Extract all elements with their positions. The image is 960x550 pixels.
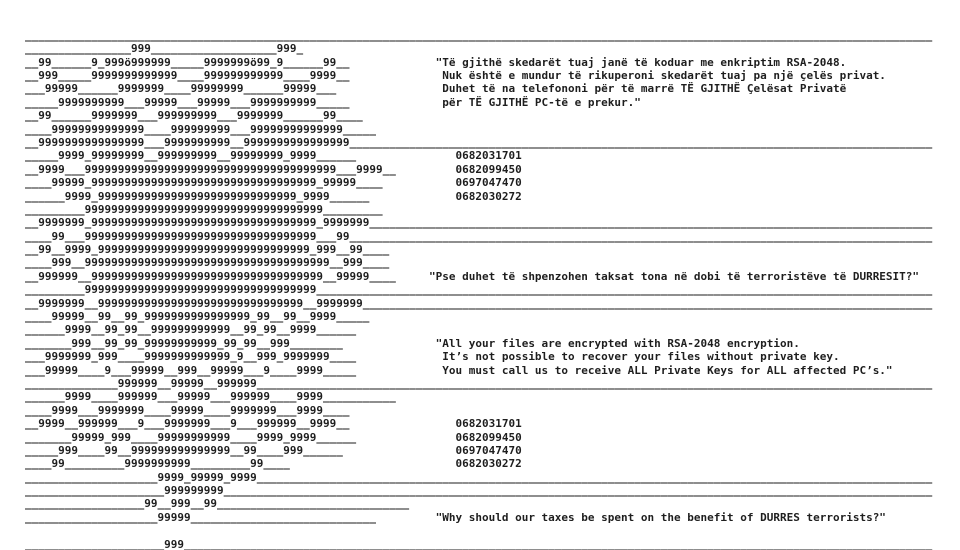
art-row: __99______9_999ö999999_____9999999ö99_9_…	[25, 55, 847, 69]
ascii-art: ________________________________________…	[25, 29, 960, 550]
art-row: ____99999999999999____999999999___999999…	[25, 122, 376, 136]
art-row: ________________999___________________99…	[25, 42, 304, 56]
art-row: __9999___9999999999999999999999999999999…	[25, 162, 522, 176]
art-row: ____9999___9999999____99999____9999999__…	[25, 403, 350, 417]
art-row: ___99999____9___99999__999__99999___9___…	[25, 363, 893, 377]
art-row: _______999__99_99_99999999999_99_99__999…	[25, 336, 800, 350]
art-row: _________9999999999999999999999999999999…	[25, 283, 933, 297]
art-row: ____99999_999999999999999999999999999999…	[25, 176, 522, 190]
art-row: __999_____9999999999999____999999999999_…	[25, 68, 886, 82]
art-row: ___99999______9999999____99999999______9…	[25, 82, 847, 96]
art-row: _____________________999________________…	[25, 537, 933, 550]
art-row	[25, 524, 960, 537]
art-row: ______9999_99999999999999999999999999999…	[25, 189, 522, 203]
art-row: ______9999____999999___99999___999999___…	[25, 390, 396, 404]
art-row: ____________________99999_______________…	[25, 510, 886, 524]
art-row: ____________________9999_99999_9999_____…	[25, 470, 933, 484]
art-row: ________________________________________…	[25, 28, 933, 42]
art-row: __9999__999999___9___9999999___9___99999…	[25, 417, 522, 431]
art-row: _____________________999999999__________…	[25, 484, 933, 498]
art-row: __________________99__999__99___________…	[25, 497, 410, 511]
art-row: ______________999999__99999__999999_____…	[25, 376, 933, 390]
art-row: _____9999999999___99999___99999___999999…	[25, 95, 641, 109]
art-row: ___9999999_999____9999999999999_9__999_9…	[25, 350, 840, 364]
art-row: __99__9999_99999999999999999999999999999…	[25, 243, 390, 257]
art-row: __9999999__99999999999999999999999999999…	[25, 296, 933, 310]
art-row: __99______9999999___999999999___9999999_…	[25, 109, 363, 123]
art-row: ____999__9999999999999999999999999999999…	[25, 256, 390, 270]
art-row: __999999__999999999999999999999999999999…	[25, 269, 920, 283]
art-row: ____99999__99__99_9999999999999999_99__9…	[25, 310, 370, 324]
art-row: ____99___9999999999999999999999999999999…	[25, 229, 933, 243]
art-row: __9999999999999999___9999999999__9999999…	[25, 135, 933, 149]
art-row: _____999____99__999999999999999__99____9…	[25, 443, 522, 457]
art-row: _____9999_99999999__999999999__99999999_…	[25, 149, 522, 163]
art-row: ______9999__99_99__999999999999__99_99__…	[25, 323, 357, 337]
art-row: __9999999_999999999999999999999999999999…	[25, 216, 933, 230]
art-row: ____99_________9999999999_________99____…	[25, 457, 522, 471]
art-row: _______99999_999____99999999999____9999_…	[25, 430, 522, 444]
art-row: _________9999999999999999999999999999999…	[25, 202, 383, 216]
